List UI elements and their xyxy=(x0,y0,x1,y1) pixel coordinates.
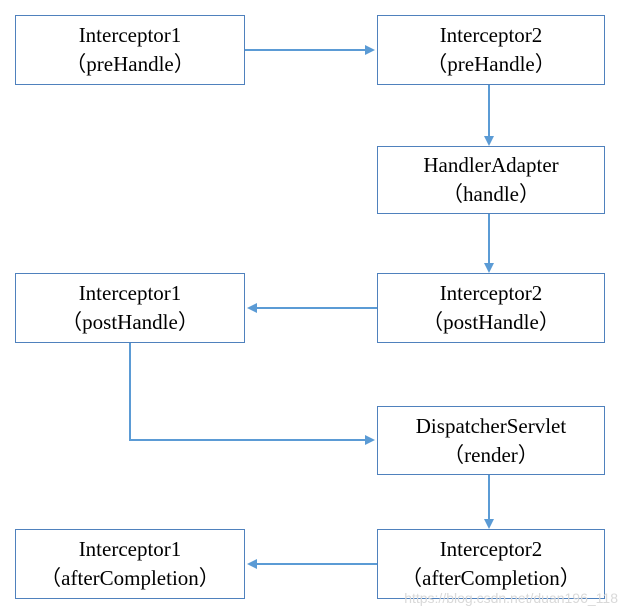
node-dispatcherservlet-render: DispatcherServlet （render） xyxy=(377,406,605,475)
node-method: （postHandle） xyxy=(422,310,560,334)
node-method: （afterCompletion） xyxy=(401,566,581,590)
node-method: （preHandle） xyxy=(65,52,195,76)
arrow-n5-n6 xyxy=(129,343,375,445)
node-title: Interceptor2 xyxy=(439,23,543,47)
node-interceptor1-prehandle: Interceptor1 （preHandle） xyxy=(15,15,245,85)
node-handleradapter-handle: HandlerAdapter （handle） xyxy=(377,146,605,214)
node-method: （handle） xyxy=(442,182,540,206)
node-title: Interceptor1 xyxy=(78,281,182,305)
node-method: （afterCompletion） xyxy=(40,566,220,590)
node-interceptor2-aftercompletion: Interceptor2 （afterCompletion） xyxy=(377,529,605,599)
node-interceptor2-posthandle: Interceptor2 （postHandle） xyxy=(377,273,605,343)
watermark: https://blog.csdn.net/duan196_118 xyxy=(404,590,618,606)
node-title: Interceptor1 xyxy=(78,537,182,561)
node-interceptor2-prehandle: Interceptor2 （preHandle） xyxy=(377,15,605,85)
node-interceptor1-posthandle: Interceptor1 （postHandle） xyxy=(15,273,245,343)
node-title: Interceptor2 xyxy=(439,281,543,305)
node-method: （preHandle） xyxy=(426,52,556,76)
node-title: HandlerAdapter xyxy=(423,153,559,177)
node-title: Interceptor1 xyxy=(78,23,182,47)
node-title: DispatcherServlet xyxy=(415,413,567,438)
node-title: Interceptor2 xyxy=(439,537,543,561)
node-method: （render） xyxy=(443,442,539,467)
node-interceptor1-aftercompletion: Interceptor1 （afterCompletion） xyxy=(15,529,245,599)
node-method: （postHandle） xyxy=(61,310,199,334)
